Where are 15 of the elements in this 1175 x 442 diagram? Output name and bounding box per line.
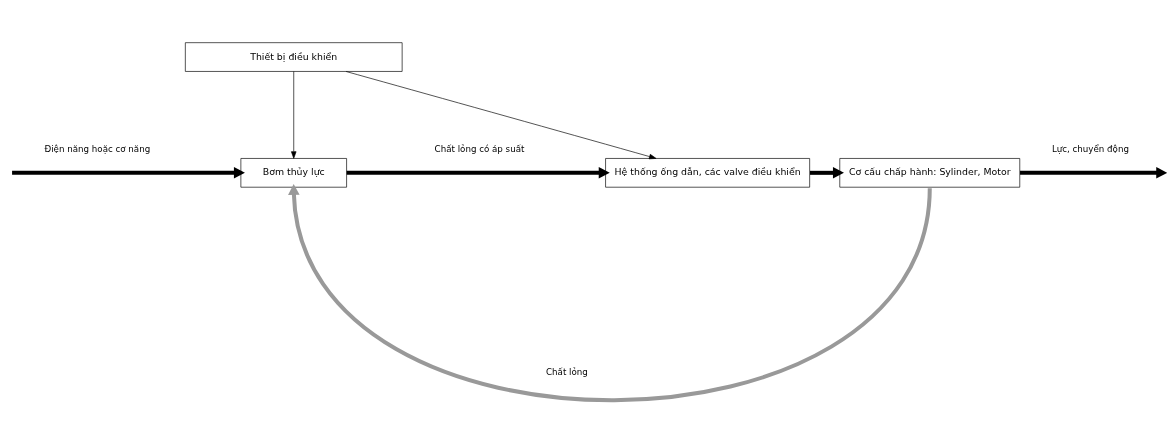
arrow [809,166,844,179]
arrow [12,166,245,179]
arrow [288,183,932,402]
arrow [1020,166,1167,179]
node-box: Hệ thống ống dẫn, các valve điều khiển [605,157,810,188]
node-box: Cơ cấu chấp hành: Sylinder, Motor [839,157,1021,188]
arrow [345,70,657,159]
node-box: Bơm thủy lực [240,157,347,188]
edge-label: Lực, chuyển động [1051,143,1129,154]
edge-label: Chất lỏng [546,366,588,377]
arrow [346,166,610,179]
arrow [291,70,297,159]
node-box: Thiết bị điều khiển [185,41,403,72]
edge-label: Điện năng hoặc cơ năng [44,143,151,154]
edge-label: Chất lỏng có áp suất [434,143,525,154]
